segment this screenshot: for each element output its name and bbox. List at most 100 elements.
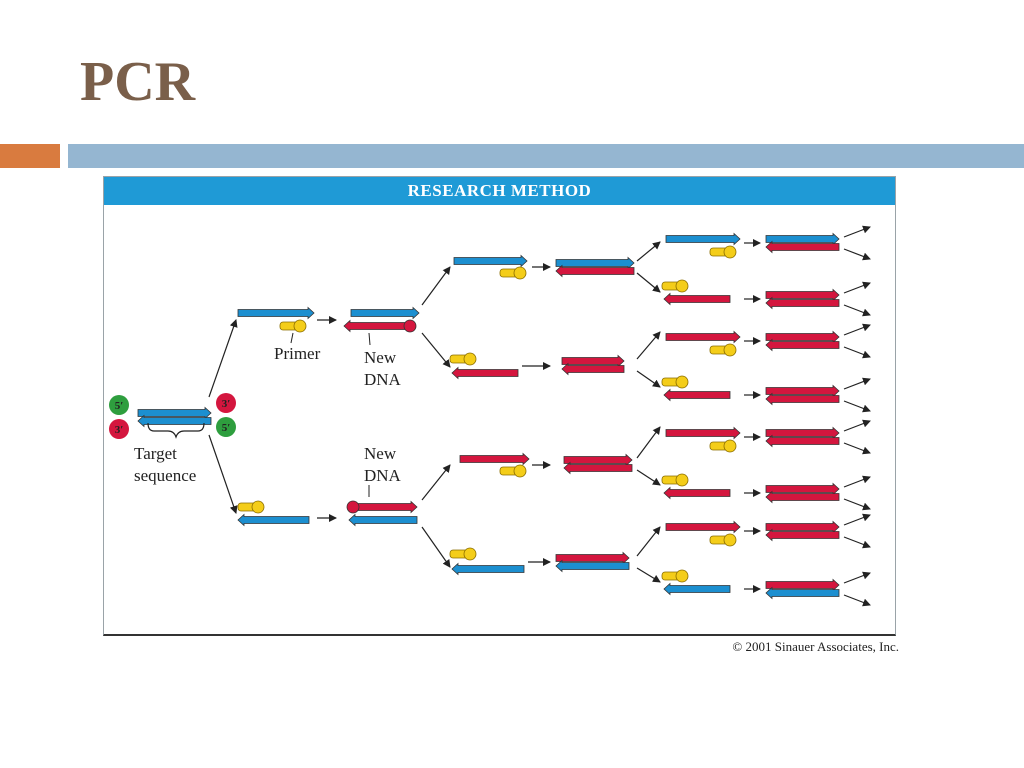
arrow-53: [843, 248, 871, 261]
template-strand-2: [137, 414, 212, 428]
template-strand-100: [765, 586, 840, 600]
arrow-13: [208, 319, 238, 398]
arrow-39: [636, 241, 661, 262]
new-strand-99: [765, 578, 840, 592]
new-strand-85: [765, 482, 840, 496]
new-strand-69: [663, 388, 731, 402]
arrow-88: [843, 498, 871, 511]
pcr-diagram: 5′ 3′ 3′ 5′ Target sequence Primer New D…: [109, 225, 871, 607]
primer-30: [499, 464, 527, 478]
new-strand-57: [765, 288, 840, 302]
new-dna-label-top-line2: DNA: [364, 370, 402, 389]
new-strand-32: [563, 453, 633, 467]
primer-54: [661, 279, 689, 293]
new-dna-label-bottom-line1: New: [364, 444, 397, 463]
dna-strands: [137, 232, 840, 600]
primer-34: [449, 547, 477, 561]
template-strand-35: [451, 562, 525, 576]
new-dna-label-bottom-line2: DNA: [364, 466, 402, 485]
new-strand-28: [561, 362, 625, 376]
header-bar: [68, 144, 1024, 168]
process-arrows: [208, 225, 871, 607]
arrow-94: [843, 513, 871, 526]
arrow-81: [843, 442, 871, 455]
arrow-41: [636, 331, 661, 360]
new-strand-25: [451, 366, 519, 380]
new-strand-33: [563, 461, 633, 475]
new-strand-61: [665, 330, 741, 344]
arrow-66: [843, 323, 871, 336]
new-dna-label-top-line1: New: [364, 348, 397, 367]
new-strand-92: [765, 520, 840, 534]
arrow-15: [421, 266, 451, 306]
primer-76: [709, 439, 737, 453]
new-strand-55: [663, 292, 731, 306]
arrow-43: [636, 426, 661, 459]
new-strand-79: [765, 434, 840, 448]
new-strand-65: [765, 338, 840, 352]
template-strand-3: [237, 306, 315, 320]
figure-header: RESEARCH METHOD: [104, 177, 895, 205]
new-strand-71: [765, 384, 840, 398]
target-label-line2: sequence: [134, 466, 196, 485]
end-marker-3-bottom-left: 3′: [109, 419, 129, 439]
primer-48: [709, 245, 737, 259]
primer-20: [499, 266, 527, 280]
arrow-14: [208, 434, 238, 514]
arrow-16: [421, 332, 451, 368]
template-strand-47: [665, 232, 741, 246]
arrow-101: [843, 571, 871, 584]
primers: [237, 245, 737, 583]
arrow-44: [636, 469, 661, 486]
svg-text:5′: 5′: [115, 400, 124, 412]
arrow-59: [843, 281, 871, 294]
template-strand-97: [663, 582, 731, 596]
accent-bar: [0, 144, 60, 168]
arrow-46: [636, 567, 661, 583]
primer-96: [661, 569, 689, 583]
target-brace: [147, 422, 205, 439]
primer-label: Primer: [274, 344, 321, 363]
primer-8: [237, 500, 265, 514]
end-marker-5-top-left: 5′: [109, 395, 129, 415]
new-strand-64: [765, 330, 840, 344]
svg-text:5′: 5′: [222, 422, 231, 434]
end-marker-5-bottom-right: 5′: [216, 417, 236, 437]
copyright-credit: © 2001 Sinauer Associates, Inc.: [732, 639, 899, 654]
new-strand-72: [765, 392, 840, 406]
template-strand-50: [765, 232, 840, 246]
svg-text:3′: 3′: [222, 398, 231, 410]
slide-title: PCR: [80, 51, 196, 113]
template-strand-12: [348, 513, 418, 527]
template-strand-19: [453, 254, 528, 268]
new-strand-23: [555, 264, 635, 278]
template-strand-38: [555, 559, 630, 573]
pcr-figure: RESEARCH METHOD 5′ 3′ 3′ 5′ T: [103, 176, 896, 636]
arrow-67: [843, 346, 871, 359]
new-strand-27: [561, 354, 625, 368]
primer-82: [661, 473, 689, 487]
primer-24: [449, 352, 477, 366]
arrow-60: [843, 304, 871, 317]
primer-90: [709, 533, 737, 547]
arrow-52: [843, 225, 871, 238]
template-strand-9: [237, 513, 310, 527]
arrow-102: [843, 594, 871, 607]
new-strand-93: [765, 528, 840, 542]
arrow-18: [421, 526, 451, 568]
new-strand-11: [348, 500, 418, 514]
new-strand-58: [765, 296, 840, 310]
arrow-17: [421, 464, 451, 501]
new-strand-75: [665, 426, 741, 440]
arrow-42: [636, 370, 661, 388]
template-strand-1: [137, 406, 212, 420]
new-strand-83: [663, 486, 731, 500]
primer-4: [279, 319, 307, 333]
new-strand-7: [343, 319, 415, 333]
target-label-line1: Target: [134, 444, 177, 463]
arrow-95: [843, 536, 871, 549]
arrow-87: [843, 475, 871, 488]
svg-text:3′: 3′: [115, 424, 124, 436]
template-strand-22: [555, 256, 635, 270]
arrow-74: [843, 400, 871, 413]
